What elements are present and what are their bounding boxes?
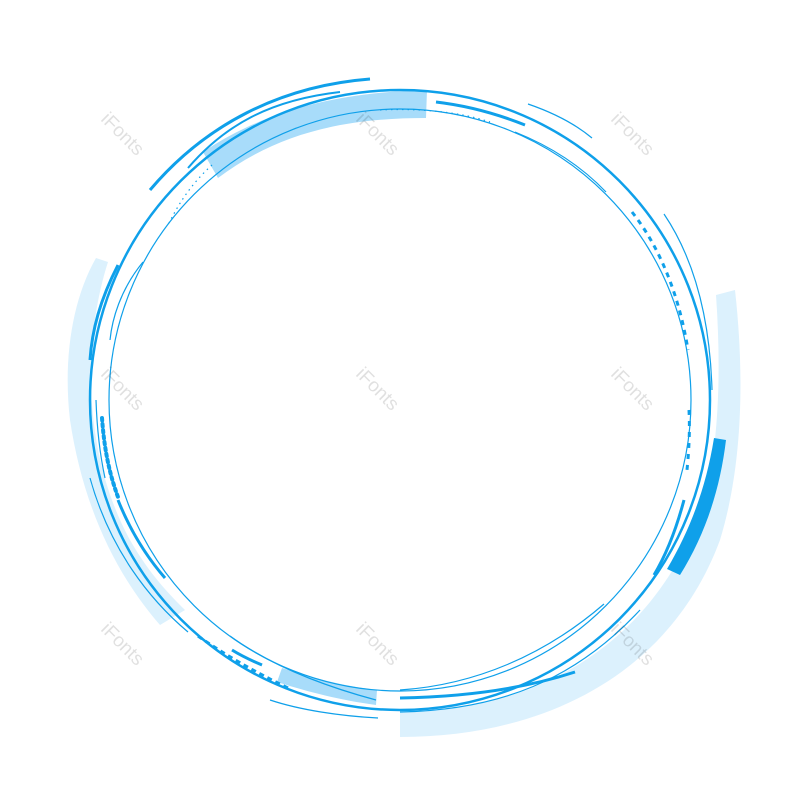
light-segments [203, 90, 427, 705]
arc-left-mid [95, 399, 106, 479]
main-rings [88, 88, 712, 712]
outer-ring [88, 88, 712, 712]
dotted-left [100, 416, 120, 499]
light-segment-bottom [277, 668, 377, 705]
watermarks: iFonts iFonts iFonts iFonts iFonts iFont… [96, 109, 657, 670]
watermark-text: iFonts [606, 364, 657, 415]
arc-left-lower [89, 477, 189, 633]
pale-band-right [400, 290, 741, 737]
arc-left-inner [109, 261, 144, 341]
accent-arcs [88, 77, 713, 719]
light-segment-top [203, 90, 427, 178]
watermark-text: iFonts [606, 109, 657, 160]
arc-bottom-right-thick [399, 670, 576, 700]
watermark-text: iFonts [96, 619, 147, 670]
arc-bottom-right-inner [399, 603, 605, 691]
arc-top-right-1 [435, 100, 526, 127]
arc-right-lower-thick [652, 499, 686, 576]
pale-bands [67, 258, 741, 737]
watermark-text: iFonts [351, 619, 402, 670]
pale-band-left [67, 258, 185, 625]
solid-bar-right [667, 438, 726, 575]
arc-bottom-left-accent [231, 648, 263, 667]
arc-right-outer [663, 213, 713, 391]
watermark-text: iFonts [351, 364, 402, 415]
dotted-accents [100, 108, 691, 690]
arc-bottom-left-1 [229, 635, 377, 701]
watermark-text: iFonts [96, 364, 147, 415]
dashed-bottom-left [197, 634, 289, 690]
arc-bottom-right-outer [399, 609, 641, 713]
arc-left-lower-2 [116, 499, 167, 579]
inner-ring [108, 108, 692, 692]
arc-top-right-2 [527, 103, 593, 139]
arc-top-right-3 [514, 131, 607, 193]
arc-top-left-outer [148, 77, 371, 191]
watermark-text: iFonts [96, 109, 147, 160]
arc-top-left-inner [187, 91, 341, 169]
dashed-right [630, 211, 690, 351]
arc-bottom-left-2 [269, 699, 379, 719]
arc-left-outer [88, 264, 120, 361]
dashed-right-lower [685, 409, 691, 471]
